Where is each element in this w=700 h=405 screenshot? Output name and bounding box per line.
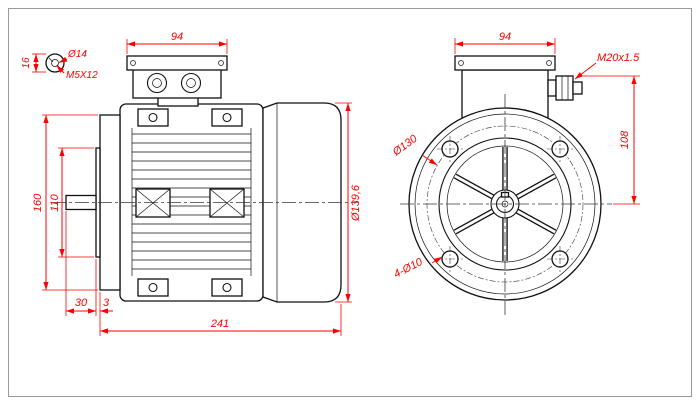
dim-shaft-diameter: Ø14: [67, 49, 87, 60]
cable-entry-1: [146, 72, 168, 94]
terminal-box-side: [126, 55, 228, 107]
dim-shaft-length: 30: [75, 297, 88, 309]
drawing-border: [8, 8, 692, 397]
cooling-fins: [131, 128, 252, 276]
shaft-end-detail: [45, 53, 65, 73]
dim-bolt-holes: 4-Ø10: [392, 256, 425, 281]
dim-shaft-detail-height: 16: [21, 57, 32, 69]
side-view: [45, 53, 358, 303]
cable-entry-2: [180, 72, 202, 94]
front-view: [400, 55, 612, 316]
dim-total-length: 241: [210, 318, 229, 330]
dim-bolt-circle: Ø130: [390, 132, 420, 159]
dim-side-box-width: 94: [171, 31, 183, 43]
dim-spigot-diameter: 110: [49, 193, 61, 211]
dim-front-box-width: 94: [499, 31, 511, 43]
dim-gland-thread: M20x1.5: [597, 52, 640, 64]
dim-center-height: 108: [619, 130, 631, 149]
dim-shaft-thread: M5X12: [66, 70, 98, 81]
cable-gland: [547, 75, 583, 101]
dim-spigot-offset: 3: [103, 297, 110, 309]
dim-flange-diameter: 160: [32, 193, 44, 212]
bolt-holes: [437, 136, 573, 272]
dim-body-diameter: Ø139,6: [350, 184, 362, 222]
tie-rod-pads: [135, 108, 245, 297]
